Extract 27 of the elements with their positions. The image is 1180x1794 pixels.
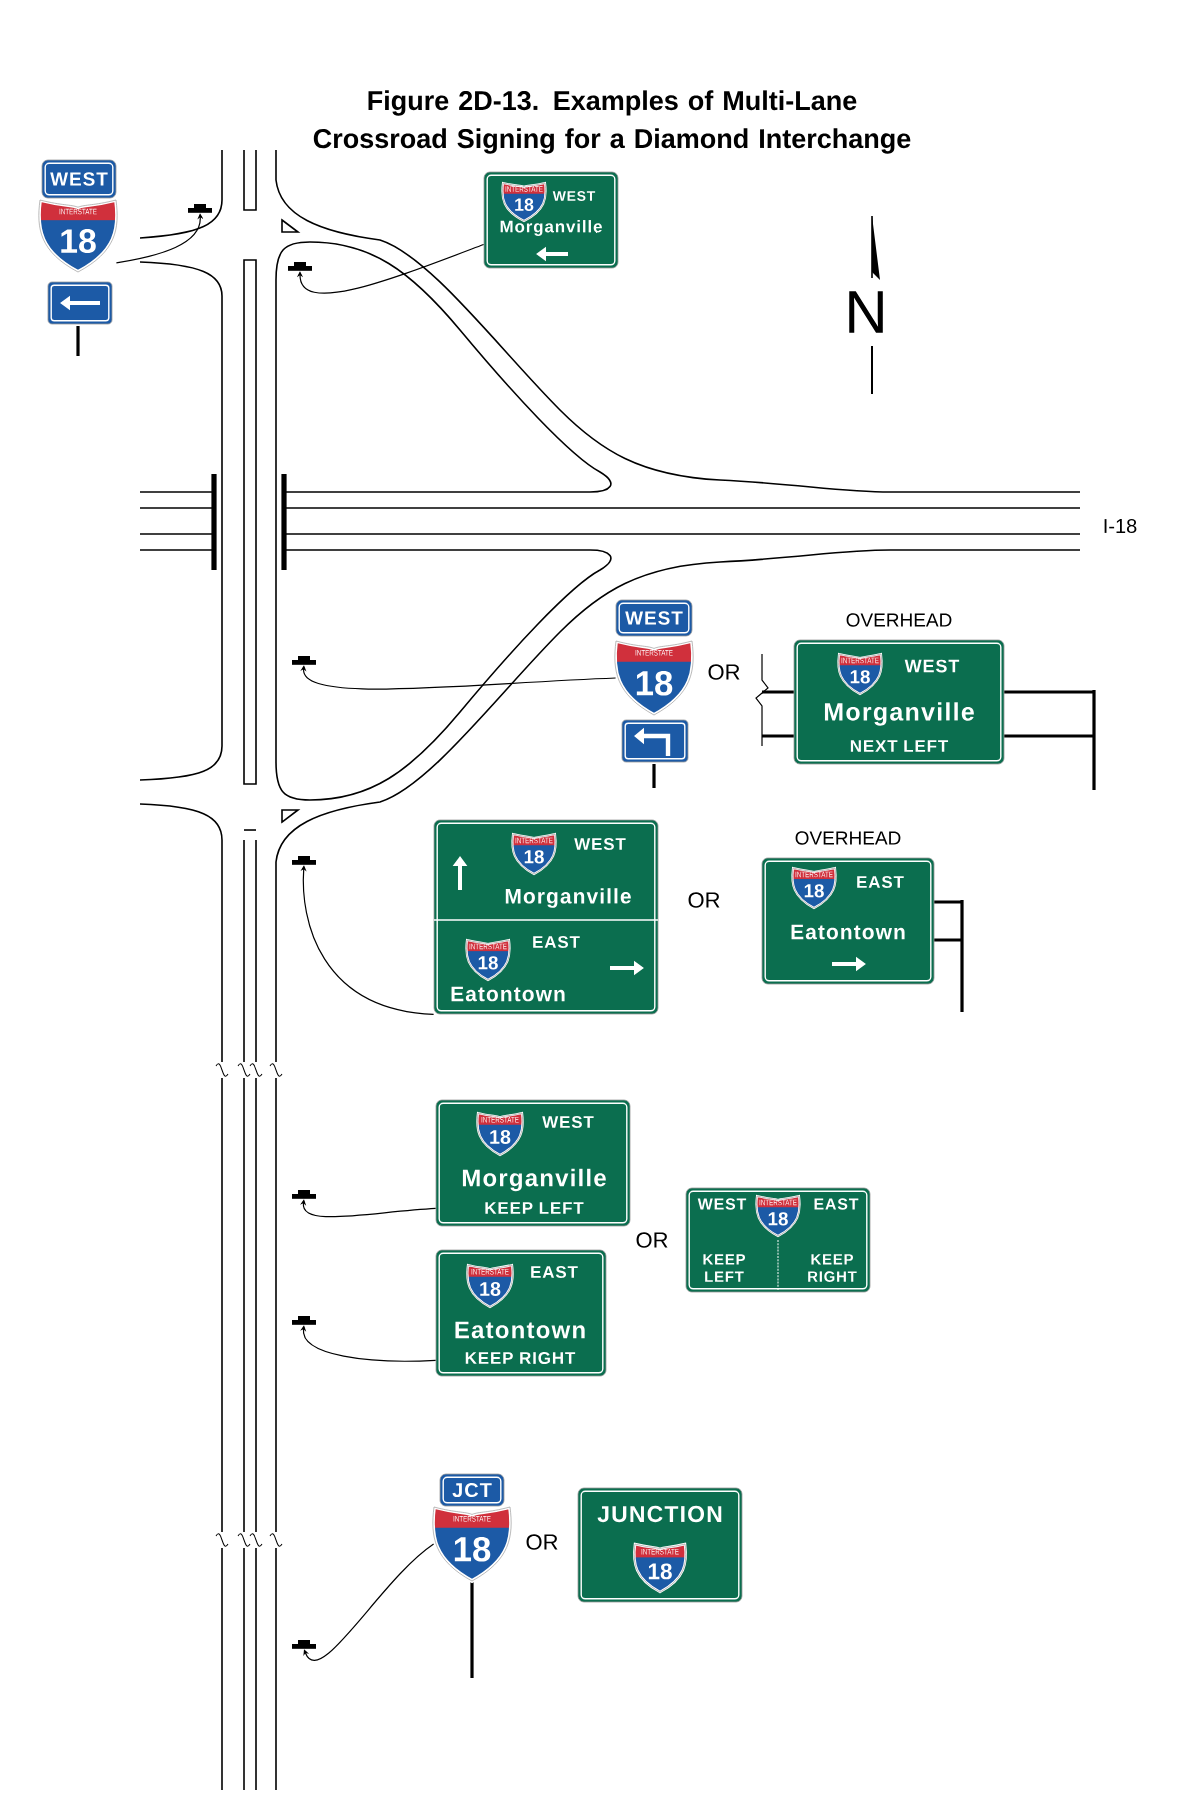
sign-location-marker — [292, 1640, 316, 1649]
route-plaque: JCT — [439, 1473, 505, 1507]
figure-title: Figure 2D-13. Examples of Multi-Lane Crossroad Signing for a Diamond Interchange — [313, 90, 911, 154]
route-label: I-18 — [1104, 518, 1137, 534]
sign-location-marker — [188, 204, 212, 213]
or-label: OR — [526, 1534, 558, 1550]
sign-location-marker — [288, 262, 312, 271]
or-label: OR — [688, 892, 720, 908]
leader-line — [300, 1325, 437, 1362]
route-plaque: WEST — [615, 599, 693, 637]
sign-location-marker — [292, 1316, 316, 1325]
arrow-sign — [47, 281, 113, 325]
leader-line — [303, 1543, 435, 1661]
or-label: OR — [636, 1232, 668, 1248]
leader-line — [296, 243, 485, 294]
or-label: OR — [708, 664, 740, 680]
leader-line — [300, 865, 435, 1015]
arrow-sign — [621, 719, 689, 763]
node-label: OVERHEAD — [795, 831, 901, 845]
node-label: OVERHEAD — [846, 613, 952, 627]
route-plaque: WEST — [41, 159, 117, 199]
leader-line — [300, 665, 617, 690]
sign-location-marker — [292, 656, 316, 665]
leader-line — [300, 1199, 437, 1218]
sign-location-marker — [292, 856, 316, 865]
sign-location-marker — [292, 1190, 316, 1199]
north-letter: N — [849, 291, 883, 333]
